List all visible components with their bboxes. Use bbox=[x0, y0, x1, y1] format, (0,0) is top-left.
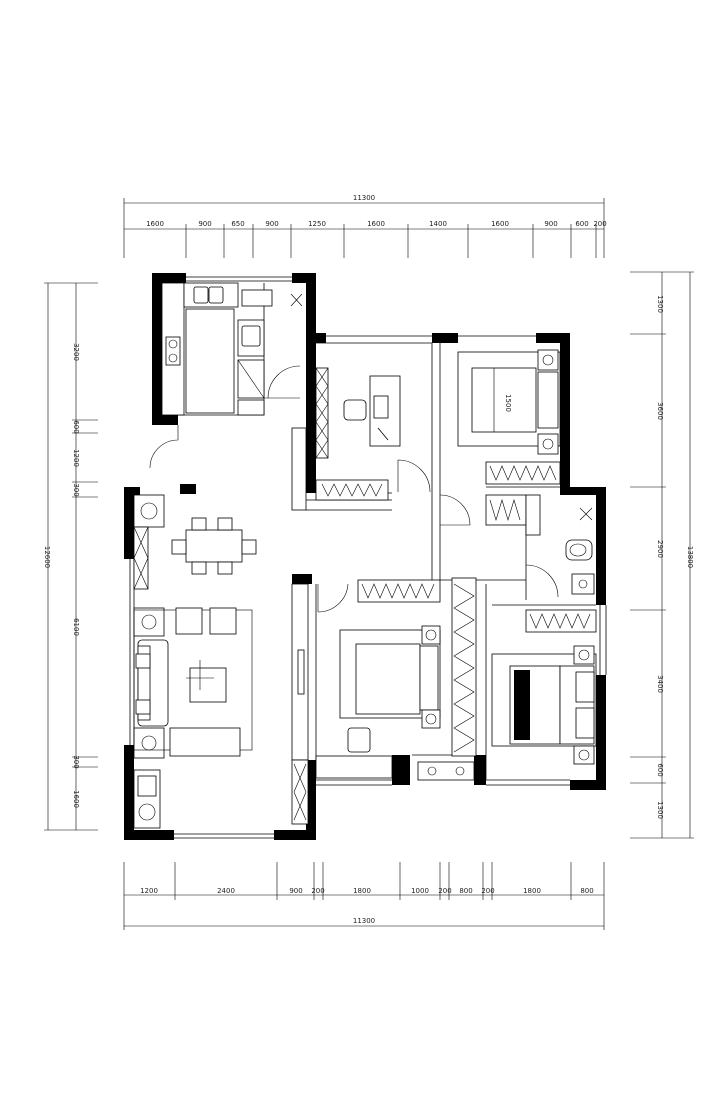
master-bedroom bbox=[491, 645, 597, 765]
bathroom bbox=[525, 494, 597, 633]
right-seg-label: 2900 bbox=[656, 540, 664, 558]
left-seg-label: 300 bbox=[72, 483, 80, 496]
left-seg-label: 6100 bbox=[72, 618, 80, 636]
bottom-seg-label: 200 bbox=[438, 887, 451, 895]
bottom-seg-label: 1000 bbox=[411, 887, 429, 895]
kitchen bbox=[149, 282, 303, 469]
top-seg-label: 900 bbox=[544, 220, 557, 228]
bed-size-label: 1500 bbox=[504, 394, 512, 412]
left-seg-label: 600 bbox=[72, 420, 80, 433]
left-dimension-lines bbox=[44, 282, 98, 831]
top-seg-label: 1600 bbox=[491, 220, 509, 228]
bedroom-2: 1500 bbox=[457, 349, 561, 485]
bottom-seg-label: 1800 bbox=[353, 887, 371, 895]
top-dimension-lines bbox=[123, 198, 605, 258]
left-seg-label: 3200 bbox=[72, 343, 80, 361]
top-seg-label: 900 bbox=[265, 220, 278, 228]
bottom-seg-label: 900 bbox=[289, 887, 302, 895]
right-dimension-lines bbox=[630, 271, 694, 839]
bottom-seg-label: 800 bbox=[459, 887, 472, 895]
top-seg-label: 650 bbox=[231, 220, 244, 228]
bottom-seg-label: 200 bbox=[311, 887, 324, 895]
bottom-seg-label: 200 bbox=[481, 887, 494, 895]
right-seg-label: 600 bbox=[656, 763, 664, 776]
corridor bbox=[439, 494, 527, 526]
top-seg-label: 1600 bbox=[146, 220, 164, 228]
right-seg-label: 3600 bbox=[656, 402, 664, 420]
right-seg-label: 1300 bbox=[656, 295, 664, 313]
top-seg-label: 200 bbox=[593, 220, 606, 228]
top-seg-label: 1250 bbox=[308, 220, 326, 228]
right-seg-label: 3400 bbox=[656, 675, 664, 693]
walls bbox=[124, 273, 606, 840]
top-seg-label: 1600 bbox=[367, 220, 385, 228]
left-seg-label: 1200 bbox=[72, 449, 80, 467]
bottom-seg-label: 800 bbox=[580, 887, 593, 895]
bottom-dimension-lines bbox=[123, 862, 605, 930]
top-seg-label: 900 bbox=[198, 220, 211, 228]
bottom-seg-label: 1800 bbox=[523, 887, 541, 895]
left-seg-label: 300 bbox=[72, 755, 80, 768]
living-dining bbox=[133, 494, 309, 829]
top-seg-label: 1400 bbox=[429, 220, 447, 228]
top-total-label: 11300 bbox=[353, 194, 375, 202]
bedroom-3 bbox=[315, 577, 477, 781]
study bbox=[291, 367, 431, 511]
top-seg-label: 600 bbox=[575, 220, 588, 228]
right-total-label: 13800 bbox=[686, 546, 694, 568]
bottom-seg-label: 2400 bbox=[217, 887, 235, 895]
left-total-label: 12600 bbox=[43, 546, 51, 568]
right-seg-label: 1300 bbox=[656, 801, 664, 819]
left-seg-label: 1600 bbox=[72, 790, 80, 808]
bottom-total-label: 11300 bbox=[353, 917, 375, 925]
bottom-seg-label: 1200 bbox=[140, 887, 158, 895]
